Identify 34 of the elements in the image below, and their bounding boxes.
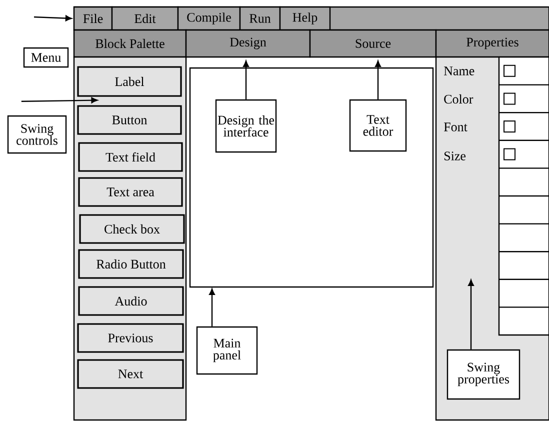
property-name: Color: [444, 94, 474, 104]
palette-button: Next: [77, 359, 184, 389]
menu-item: Edit: [111, 6, 179, 31]
property-name: Font: [444, 122, 468, 132]
arrow: [243, 60, 249, 100]
callout-box: Swing controls: [7, 115, 67, 154]
palette-button: Radio Button: [78, 249, 184, 279]
palette-button: Text field: [78, 142, 183, 172]
arrow: [468, 280, 474, 350]
property-name: Name: [444, 66, 474, 76]
palette-button: Label: [77, 66, 182, 97]
arrow: [209, 288, 215, 326]
header-tab: Source: [309, 29, 437, 58]
arrow: [21, 97, 98, 104]
property-name: Size: [444, 152, 466, 160]
palette-button: Button: [77, 105, 182, 135]
menu-item: Run: [239, 6, 281, 31]
header-tab: Properties: [435, 29, 549, 58]
menu-item: Compile: [177, 6, 241, 31]
palette-button: Text area: [78, 177, 183, 207]
arrow: [34, 15, 72, 22]
palette-button: Check box: [79, 214, 185, 244]
header-tab: Block Palette: [73, 29, 187, 58]
callout-box: Text editor: [349, 99, 407, 152]
callout-box: Main panel: [196, 326, 258, 375]
menu-item: File: [73, 6, 113, 31]
callout-box: Design the interface: [215, 99, 277, 153]
callout-box: Swing properties: [446, 349, 520, 400]
arrow: [375, 60, 381, 100]
palette-button: Audio: [78, 286, 184, 316]
palette-button: Previous: [77, 323, 184, 353]
menu-item: Help: [279, 6, 331, 31]
header-tab: Design: [185, 29, 311, 58]
callout-box: Menu: [23, 47, 69, 68]
